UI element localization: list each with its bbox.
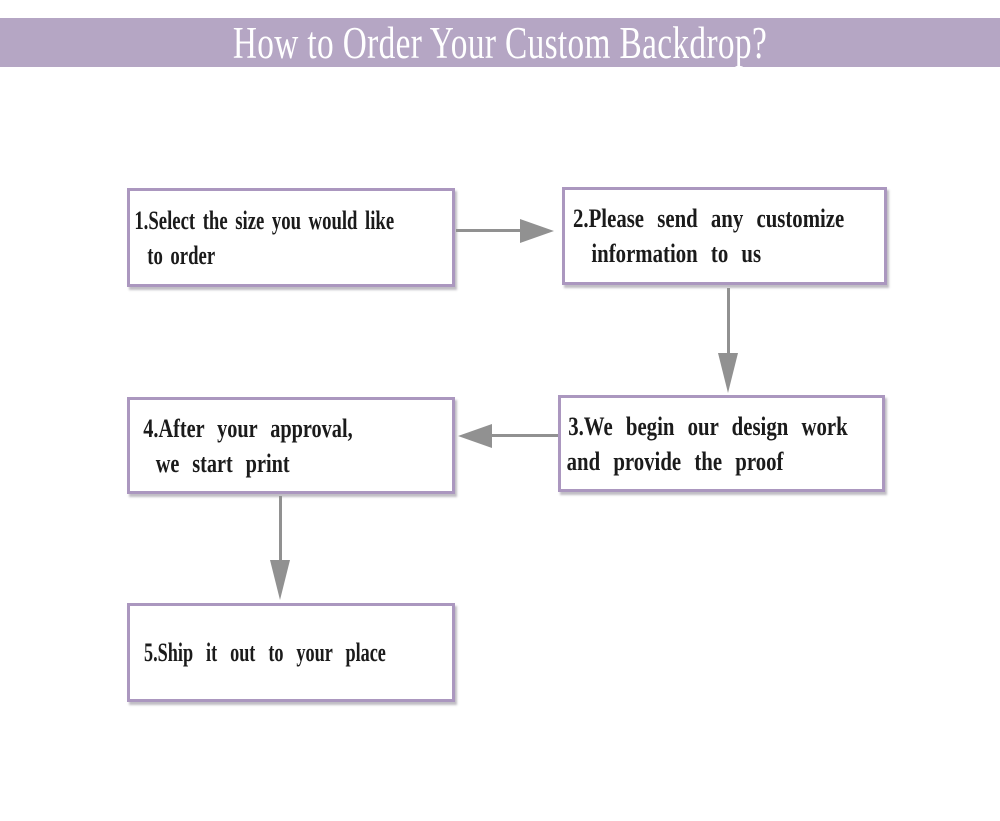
arrowhead-down-icon xyxy=(718,353,738,393)
arrow-shaft xyxy=(490,434,558,437)
arrowhead-down-icon xyxy=(270,560,290,600)
step-2-line2: information to us xyxy=(591,239,762,268)
arrow-shaft xyxy=(279,496,282,562)
step-1-line1: 1.Select the size you would like xyxy=(134,205,395,235)
arrow-shaft xyxy=(456,229,522,232)
arrowhead-left-icon xyxy=(458,424,492,448)
page-title-banner: How to Order Your Custom Backdrop? xyxy=(0,17,1000,68)
step-4-line2: we start print xyxy=(155,448,290,478)
step-4-line1: 4.After your approval, xyxy=(143,413,353,443)
step-5-box: 5.Ship it out to your place xyxy=(127,603,455,702)
step-3-line1: 3.We begin our design work xyxy=(568,411,848,441)
step-3-box: 3.We begin our design work and provide t… xyxy=(558,395,885,492)
step-5-line1: 5.Ship it out to your place xyxy=(144,638,386,667)
step-1-box: 1.Select the size you would like to orde… xyxy=(127,188,455,287)
arrow-shaft xyxy=(727,288,730,355)
step-4-box: 4.After your approval, we start print xyxy=(127,397,455,494)
step-2-box: 2.Please send any customize information … xyxy=(562,187,887,285)
page-title: How to Order Your Custom Backdrop? xyxy=(232,17,768,68)
step-3-line2: and provide the proof xyxy=(566,446,784,476)
arrowhead-right-icon xyxy=(520,219,554,243)
step-2-line1: 2.Please send any customize xyxy=(573,204,845,233)
step-1-line2: to order xyxy=(147,240,216,270)
